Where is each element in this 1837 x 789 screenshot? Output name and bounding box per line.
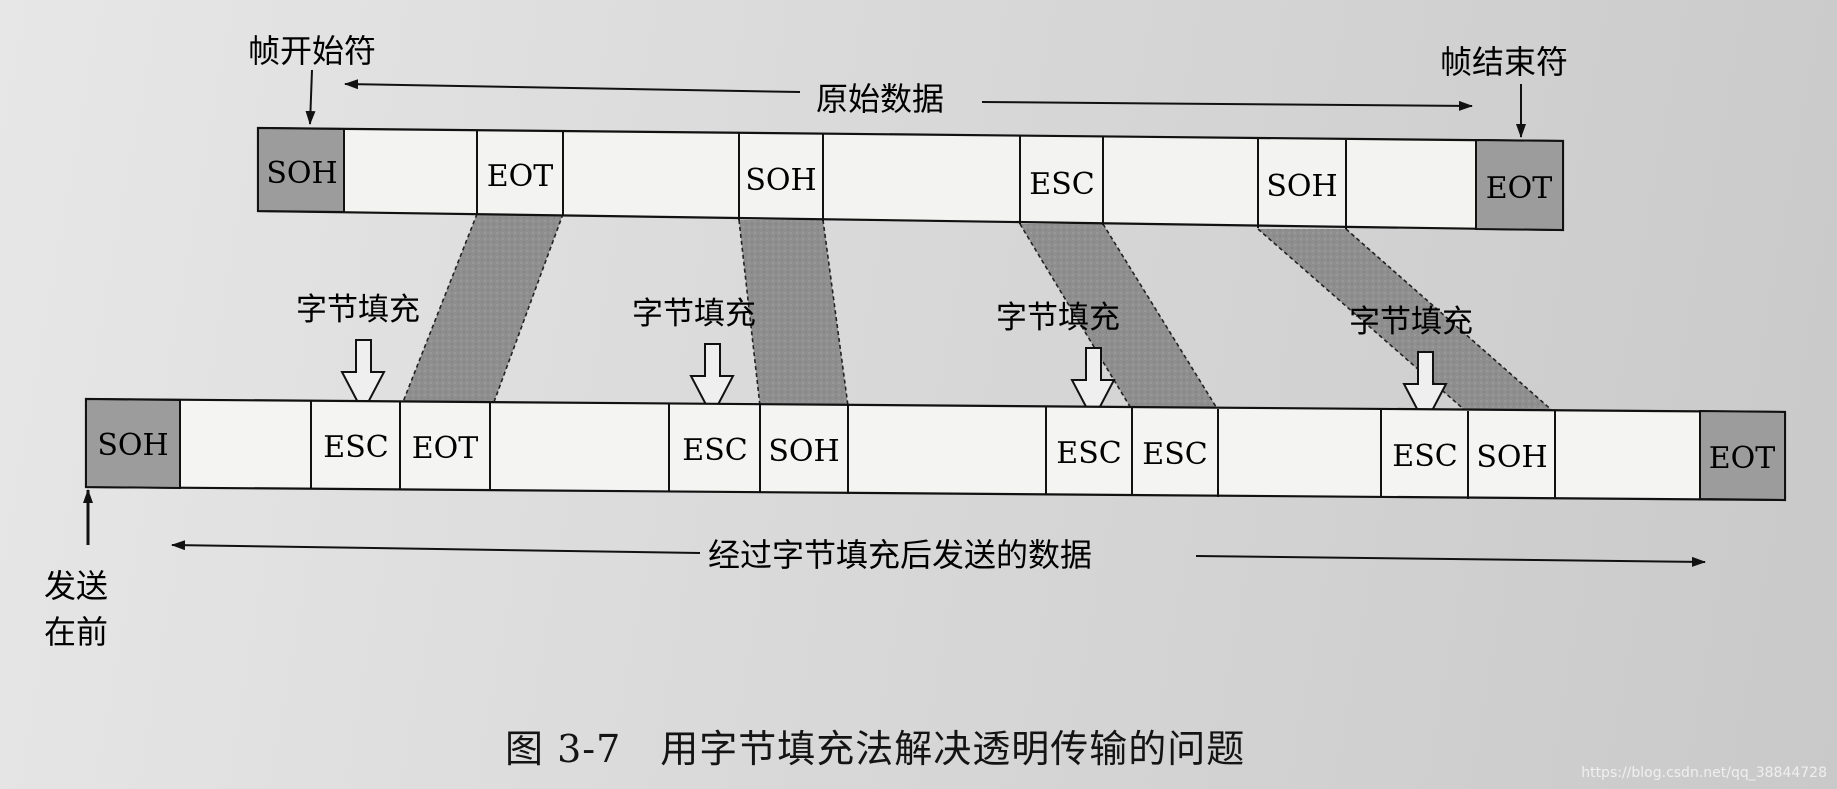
hollow-down-arrow	[1070, 347, 1116, 423]
send-first-label-line2: 在前	[44, 613, 108, 651]
hollow-down-arrow	[1402, 351, 1448, 427]
stuffed-cell-esc: ESC	[1392, 439, 1457, 474]
stuffed-cell-soh: SOH	[768, 434, 839, 469]
cell-eot-end-bg	[1475, 138, 1564, 232]
band-eot-edge-left	[402, 213, 478, 403]
cell-soh: SOH	[745, 163, 816, 198]
watermark: https://blog.csdn.net/qq_38844728	[1581, 765, 1827, 781]
sent-data-label: 经过字节填充后发送的数据	[708, 536, 1092, 574]
byte-stuffing-label: 字节填充	[632, 296, 756, 332]
frame-end-label: 帧结束符	[1440, 43, 1568, 81]
stuffed-cell-soh: SOH	[1476, 440, 1547, 475]
cell-soh-2: SOH	[1266, 169, 1337, 204]
stuffed-cell-esc: ESC	[682, 433, 747, 468]
stuffed-cell-eot-end-bg	[1699, 409, 1786, 502]
stuffed-cell-eot-end: EOT	[1709, 441, 1776, 476]
band-esc	[1020, 224, 1218, 410]
cell-soh-start-bg	[257, 126, 345, 214]
band-esc-edge-right	[1102, 223, 1219, 411]
byte-stuffing-label: 字节填充	[296, 292, 420, 328]
byte-stuffing-label: 字节填充	[996, 300, 1120, 336]
hollow-down-arrow	[689, 343, 735, 419]
stuffed-cell-esc: ESC	[1056, 436, 1121, 471]
stuffed-frame: SOH ESC EOT ESC SOH ESC ESC ESC SOH EOT	[84, 397, 1787, 502]
frame-start-arrow	[305, 69, 316, 125]
cell-soh-start: SOH	[266, 156, 337, 191]
original-frame-outline	[256, 126, 1565, 232]
stuffed-cell-eot: EOT	[412, 431, 479, 466]
hollow-down-arrow	[340, 339, 386, 415]
stuffed-cell-esc: ESC	[1142, 437, 1207, 472]
stuffing-bands	[402, 213, 1556, 414]
stuffed-cell-soh-start: SOH	[97, 428, 168, 463]
figure-caption: 图 3-7 用字节填充法解决透明传输的问题	[505, 727, 1246, 771]
cell-eot-end: EOT	[1486, 171, 1553, 206]
band-esc-edge-left	[1019, 223, 1133, 411]
cell-eot: EOT	[487, 159, 554, 194]
original-frame: SOH EOT SOH ESC SOH EOT	[256, 126, 1565, 232]
band-soh	[739, 220, 848, 406]
band-soh-edge-left	[738, 219, 761, 407]
original-data-arrow-left	[344, 79, 801, 93]
band-eot	[403, 214, 563, 402]
frame-start-label: 帧开始符	[248, 32, 376, 70]
stuffed-cell-esc: ESC	[323, 430, 388, 465]
band-soh-2-edge-right	[1345, 228, 1556, 414]
stuffed-cell-soh-start-bg	[85, 397, 181, 490]
band-soh-2	[1258, 229, 1555, 413]
sent-data-arrow-left	[171, 540, 701, 554]
band-soh-edge-right	[822, 219, 849, 407]
band-eot-edge-right	[493, 213, 564, 403]
sent-data-arrow-right	[1195, 555, 1706, 567]
original-data-label: 原始数据	[816, 80, 944, 118]
byte-stuffing-markers: 字节填充 字节填充 字节填充 字节填充	[296, 292, 1473, 427]
send-first-label-line1: 发送	[44, 567, 108, 605]
byte-stuffing-label: 字节填充	[1349, 304, 1473, 340]
cell-esc: ESC	[1029, 167, 1094, 202]
original-data-arrow-right	[981, 100, 1473, 111]
